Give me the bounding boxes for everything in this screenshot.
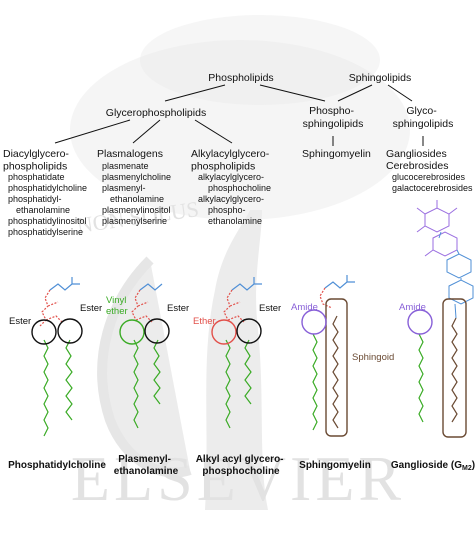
subclass-heading: Diacylglycero- phospholipids xyxy=(3,148,72,173)
molecule-ganglioside: Amide Ganglioside (GM2) xyxy=(391,298,475,472)
vinyl-ether-bond-circle xyxy=(119,319,145,345)
node-sphingolipids: Sphingolipids xyxy=(349,72,411,84)
fatty-chain-2 xyxy=(153,339,161,405)
node-glycerophospholipids: Glycerophospholipids xyxy=(106,107,206,119)
connector-phospholipids-glycero xyxy=(164,84,226,102)
molecule-plasmenylethanolamine: Vinyl ether Ester Plasmenyl- ethanolamin… xyxy=(106,283,189,477)
phosphate-glycerol xyxy=(223,289,245,323)
fatty-chain-2 xyxy=(65,339,73,421)
amide-bond-circle xyxy=(301,309,327,335)
sphingoid-box xyxy=(442,298,467,438)
ester-bond-circle xyxy=(144,318,170,344)
amide-bond-circle xyxy=(407,309,433,335)
phosphate-glycerol xyxy=(131,289,153,323)
subclass-heading: Plasmalogens xyxy=(97,148,163,160)
fatty-chain-1 xyxy=(312,333,318,431)
molecule-sphingomyelin: Amide Sphingoid Sphingomyelin xyxy=(291,275,394,471)
vinyl-ether-label: Vinyl ether xyxy=(106,295,129,317)
fatty-chain-1 xyxy=(225,339,231,429)
ester-bond-circle xyxy=(57,318,83,344)
watermark-tree-crown xyxy=(140,15,380,105)
amide-label: Amide xyxy=(399,302,426,313)
watermark: NON SOLUS ELSEVIER xyxy=(70,15,410,514)
ester-bond-circle xyxy=(31,319,57,345)
sphingoid-box xyxy=(325,298,348,437)
phosphate xyxy=(319,287,333,309)
ester-label: Ester xyxy=(259,303,281,314)
subclass-alkylacyl: Alkylacylglycero- phospholipids alkylacy… xyxy=(191,148,274,226)
fatty-chain-1 xyxy=(133,339,139,429)
sphingoid-label: Sphingoid xyxy=(352,352,394,363)
sphingoid-chain xyxy=(451,317,458,423)
fatty-chain-1 xyxy=(43,339,49,437)
subclass-members: phosphatidate phosphatidylcholine phosph… xyxy=(8,172,90,237)
connector-glycero-plasmalogens xyxy=(132,119,161,144)
headgroup xyxy=(324,275,355,289)
subclass-members: alkylacylglycero- phosphocholine alkylac… xyxy=(198,172,274,226)
molecule-label: Alkyl acyl glycero- phosphocholine xyxy=(196,454,287,477)
subclass-heading: Alkylacylglycero- phospholipids xyxy=(191,148,272,173)
molecule-label: Plasmenyl- ethanolamine xyxy=(114,454,179,477)
headgroup xyxy=(49,277,80,291)
sugar-links xyxy=(438,231,462,319)
ether-label: Ether xyxy=(193,316,216,327)
headgroup xyxy=(139,283,163,291)
ganglioside-sugar-headgroup xyxy=(416,200,474,319)
headgroup xyxy=(231,277,262,291)
subclass-heading: Sphingomyelin xyxy=(302,148,371,160)
connector-glycero-alkylacyl xyxy=(194,119,233,144)
watermark-publisher: ELSEVIER xyxy=(71,443,405,514)
watermark-tree-canopy xyxy=(70,40,410,220)
connector-sphingo-glyco xyxy=(387,84,413,102)
amide-label: Amide xyxy=(291,302,318,313)
ether-bond-circle xyxy=(211,319,237,345)
sugar-ring-2 xyxy=(432,231,458,257)
subclass-members: glucocerebrosides galactocerebrosides xyxy=(392,172,473,193)
hierarchy-connectors xyxy=(54,84,424,146)
phosphate-glycerol xyxy=(39,289,63,327)
subclass-sphingomyelin: Sphingomyelin xyxy=(302,148,371,160)
watermark-vine xyxy=(97,256,192,478)
molecule-alkylacylglycerophosphocholine: Ether Ester Alkyl acyl glycero- phosphoc… xyxy=(193,277,287,477)
node-phospholipids: Phospholipids xyxy=(208,72,273,84)
sugar-ring-4 xyxy=(448,279,474,305)
connector-glycero-diacyl xyxy=(54,119,131,144)
fatty-chain-1 xyxy=(418,333,424,423)
molecule-label: Phosphatidylcholine xyxy=(8,460,106,471)
node-glycosphingolipids: Glyco- sphingolipids xyxy=(393,105,454,130)
molecule-phosphatidylcholine: Ester Ester Phosphatidylcholine xyxy=(8,277,106,471)
connector-phospholipids-phospho xyxy=(259,84,326,102)
sphingoid-chain xyxy=(332,315,339,429)
subclass-members: plasmenate plasmenylcholine plasmenyl- e… xyxy=(102,161,174,226)
node-phosphosphingolipids: Phospho- sphingolipids xyxy=(303,105,364,130)
sugar-substituents xyxy=(416,200,458,257)
sugar-ring-1 xyxy=(424,207,450,233)
hierarchy: Phospholipids Sphingolipids Glycerophosp… xyxy=(106,72,454,130)
subclass-glyco: Gangliosides Cerebrosides glucocerebrosi… xyxy=(386,148,473,193)
subclass-plasmalogens: Plasmalogens plasmenate plasmenylcholine… xyxy=(97,148,174,226)
fatty-chain-2 xyxy=(244,339,252,405)
sugar-ring-3 xyxy=(446,253,472,279)
ester-label: Ester xyxy=(80,303,102,314)
ester-label: Ester xyxy=(167,303,189,314)
subclass-diacyl: Diacylglycero- phospholipids phosphatida… xyxy=(3,148,90,237)
molecule-label: Sphingomyelin xyxy=(299,460,371,471)
connector-sphingo-phospho xyxy=(337,84,373,102)
subclass-heading: Gangliosides Cerebrosides xyxy=(386,148,450,172)
molecule-label: Ganglioside (GM2) xyxy=(391,460,475,472)
ester-bond-circle xyxy=(236,318,262,344)
ester-label: Ester xyxy=(9,316,31,327)
